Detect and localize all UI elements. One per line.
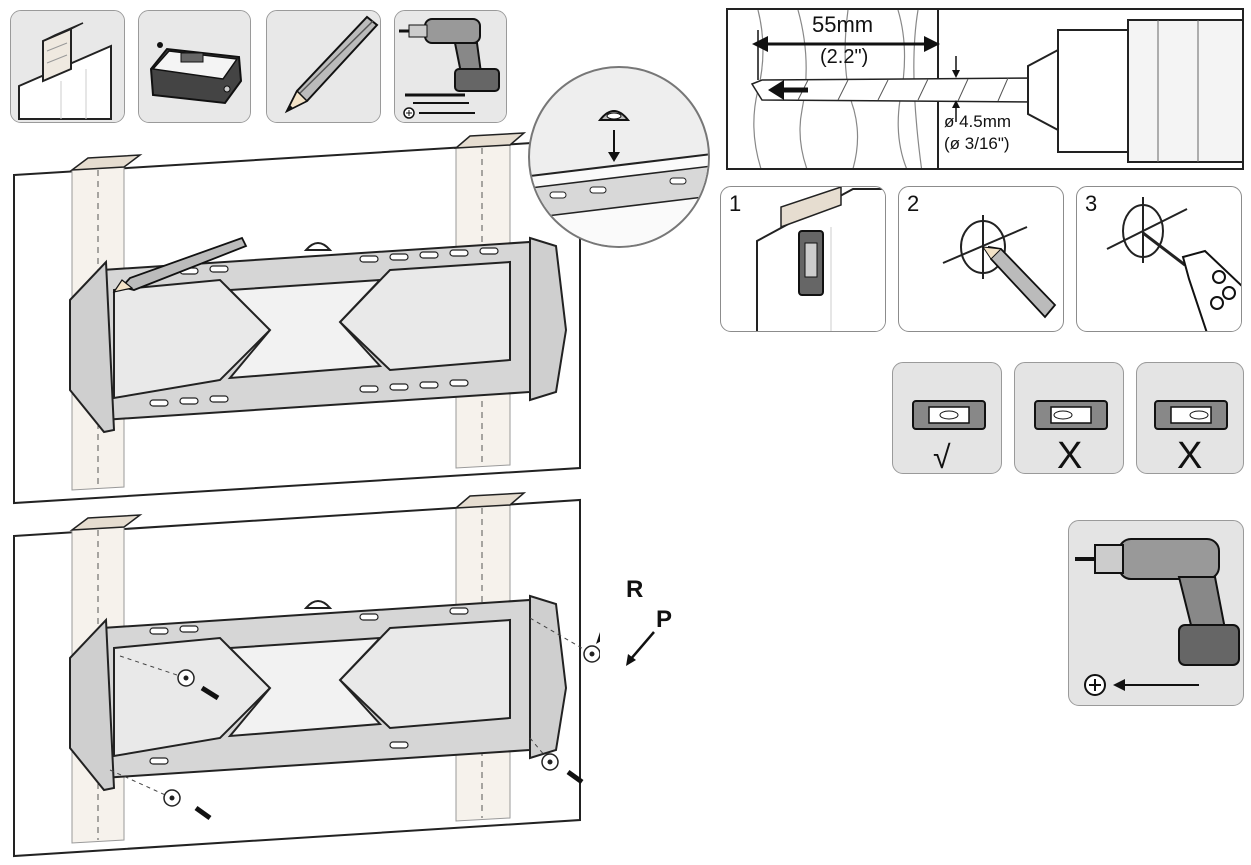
keyhole-detail-zoom [528, 66, 710, 248]
level-wrong-mark: X [1057, 435, 1083, 474]
level-wrong-mark: X [1177, 435, 1203, 474]
pencil-icon [112, 236, 248, 293]
level-correct-panel: √ [892, 362, 1002, 474]
drill-diameter-inch: (ø 3/16") [944, 134, 1010, 153]
wall-with-bracket-screws [13, 492, 600, 858]
step-2-panel: 2 [898, 186, 1064, 332]
drill-depth-mm: 55mm [812, 12, 874, 37]
drill-and-screws-panel [394, 10, 507, 123]
step-3-panel: 3 [1076, 186, 1242, 332]
spirit-level-icon [912, 400, 986, 430]
drill-diameter-mm: ø 4.5mm [944, 112, 1012, 131]
screw-label: P [656, 606, 673, 633]
wall-stud-icon [11, 11, 124, 122]
drill-icon [1075, 538, 1240, 696]
wall-bracket [69, 594, 568, 792]
pencil-icon [942, 215, 1057, 319]
drill-depth-diagram: 55mm (2.2") ø 4.5mm (ø 3/16") [726, 8, 1244, 170]
wall-stud-panel [10, 10, 125, 123]
wall-stud-icon [756, 187, 885, 331]
spirit-level-icon [1034, 400, 1108, 430]
step-1-panel: 1 [720, 186, 886, 332]
drill-and-screws-icon [395, 11, 506, 122]
washer-label: R [626, 576, 644, 603]
wall-with-bracket [13, 132, 581, 505]
screw-icon [163, 645, 600, 821]
screw-in-drill-panel [1068, 520, 1244, 706]
fasten-bracket-diagram [10, 488, 600, 860]
spirit-level-icon [1154, 400, 1228, 430]
drill-depth-inch: (2.2") [820, 46, 869, 68]
screw-pointer-arrow [626, 631, 655, 666]
stud-finder-icon [139, 11, 250, 122]
mark-holes-diagram [10, 130, 590, 505]
level-wrong-left-panel: X [1014, 362, 1124, 474]
pencil-icon [267, 11, 380, 122]
level-wrong-right-panel: X [1136, 362, 1244, 474]
step-3-number: 3 [1085, 191, 1098, 216]
step-1-number: 1 [729, 191, 742, 216]
pencil-panel [266, 10, 381, 123]
step-2-number: 2 [907, 191, 920, 216]
drill-icon [1106, 197, 1241, 331]
level-correct-mark: √ [933, 439, 951, 474]
wall-bracket [69, 236, 568, 434]
stud-finder-panel [138, 10, 251, 123]
